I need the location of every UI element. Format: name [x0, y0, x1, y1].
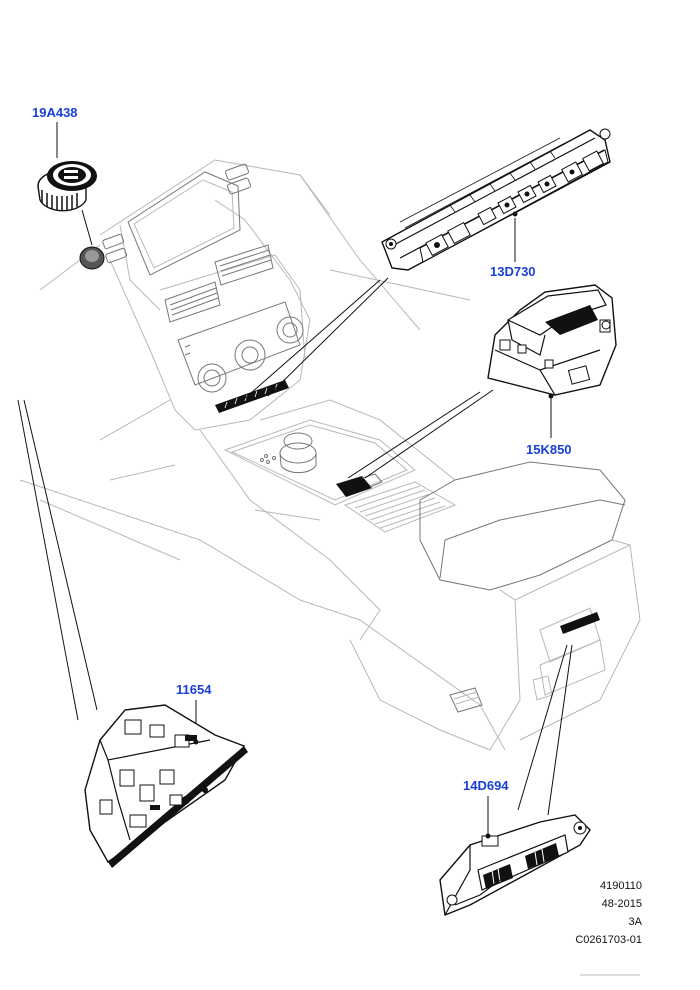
reference-revision: 3A [628, 916, 642, 928]
console-switch-module [487, 284, 617, 399]
callout-15k850[interactable]: 15K850 [526, 442, 572, 457]
rear-heated-seat-switch [439, 814, 591, 916]
leader-lines [17, 122, 573, 835]
callout-11654[interactable]: 11654 [176, 682, 212, 697]
climate-switch-strip-in-car [215, 380, 289, 413]
dashboard-switch-pack [84, 704, 248, 868]
illustration-code: C0261703-01 [575, 934, 642, 946]
callout-19a438[interactable]: 19A438 [32, 105, 78, 120]
callout-14d694[interactable]: 14D694 [463, 778, 509, 793]
climate-control-switch-panel [381, 128, 611, 271]
vehicle-interior-outline [19, 159, 641, 976]
callout-13d730[interactable]: 13D730 [490, 264, 536, 279]
reference-date: 48-2015 [601, 898, 642, 910]
usb-power-socket [37, 161, 105, 270]
reference-number: 4190110 [599, 880, 642, 892]
